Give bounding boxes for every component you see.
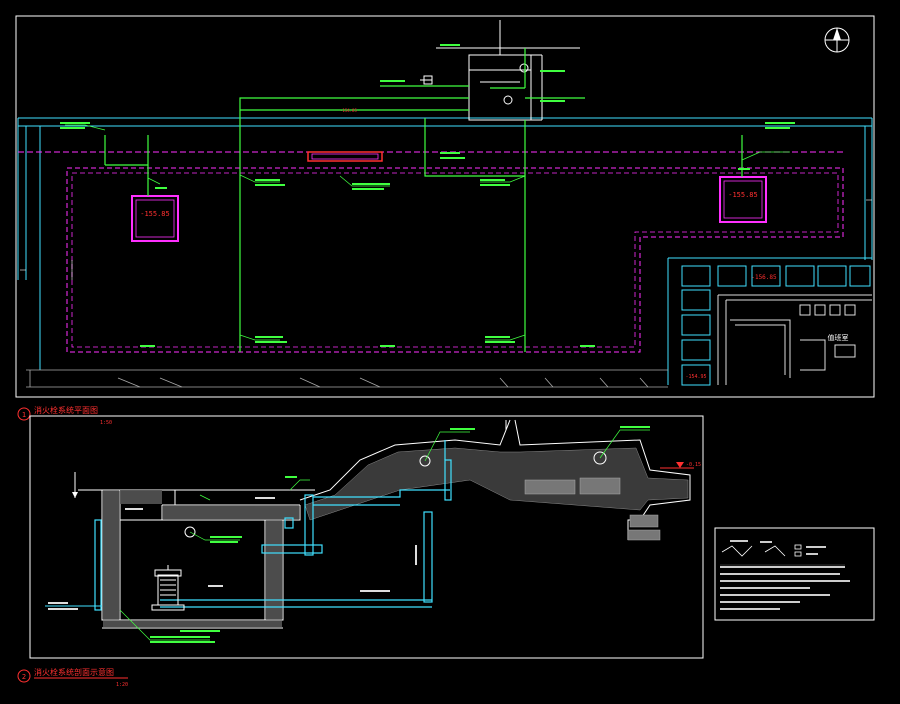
title-2-text: 消火栓系统剖面示意图 [34,667,114,677]
title-1-text: 消火栓系统平面图 [34,405,98,415]
sump-pit-right [719,176,767,223]
north-arrow-icon [824,27,850,53]
room-block [667,257,872,386]
duty-room [717,294,872,385]
svg-text:-154.85: -154.85 [340,108,357,113]
legend-box [714,527,875,621]
bottom-strip [26,369,668,388]
outer-walls [17,117,873,370]
section-valve-1 [184,526,196,538]
section-tags [150,426,650,643]
title-2-scale: 1:20 [116,682,128,688]
pipe-tags [60,44,795,347]
sump-pit-left-level: -155.85 [140,210,170,218]
section-leaders [119,429,650,641]
section-dims [48,497,417,610]
legend-symbols [721,544,802,557]
section-frame [29,415,704,659]
svg-text:1: 1 [22,411,26,419]
drain-pipes [94,440,452,611]
room-level: -156.85 [751,274,777,281]
title-1-scale: 1:50 [100,420,112,426]
submersible-pump-icon [151,565,185,611]
sump-structure [78,489,315,629]
valve-chamber [420,20,580,121]
title-block-2: 2 消火栓系统剖面示意图 1:20 [17,667,128,688]
section-level-marker: -0.15 [660,462,701,469]
pipe-leaders [65,124,790,341]
pump-room-level: -154.95 [685,374,706,380]
drain-trench [307,151,383,162]
plan-view: -155.85 -155.85 [15,15,875,398]
pit-boundary-inner [71,172,839,348]
section-valve-3 [593,451,607,465]
section-valve-2 [419,455,431,467]
svg-text:-0.15: -0.15 [686,462,701,468]
soil-blocks [524,477,661,541]
pit-boundary [66,167,844,353]
dimension-marks [20,199,872,280]
sump-pit-right-level: -155.85 [728,191,758,199]
duty-room-label: 值班室 [828,333,849,342]
plan-frame [15,15,875,398]
section-view: -0.15 [29,415,704,659]
svg-text:2: 2 [22,673,26,681]
sump-pit-left [131,195,179,242]
fire-hydrant-pipes [104,48,743,352]
legend-notes [720,540,850,610]
